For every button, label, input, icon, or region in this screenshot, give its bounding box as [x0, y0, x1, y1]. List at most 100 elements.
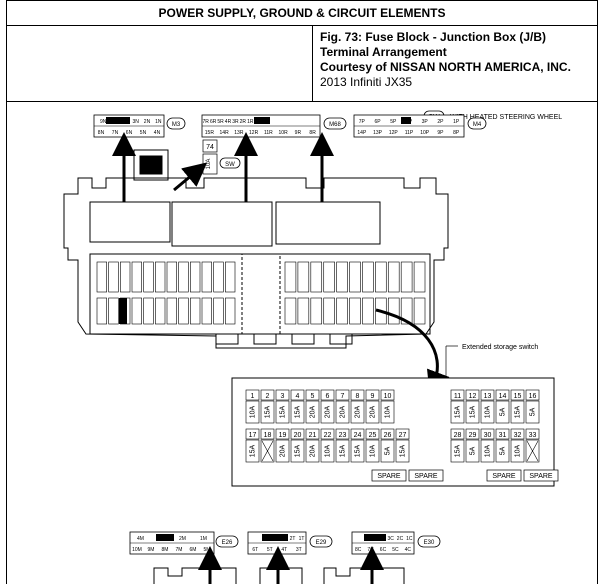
caption-box: Fig. 73: Fuse Block - Junction Box (J/B)…	[6, 26, 598, 102]
fuse-number-cell	[465, 389, 480, 401]
block-fuse-cavity	[190, 261, 201, 293]
fuse-amp: 15A	[455, 405, 462, 418]
connector-pin-label: 8R	[309, 130, 316, 136]
page-frame	[6, 0, 598, 584]
fuse-amp: 15A	[295, 444, 302, 457]
fuse-number-cell	[320, 389, 335, 401]
block-fuse-cavity	[143, 297, 154, 325]
fuse-number: 33	[529, 432, 537, 439]
connector-pin-label: 8N	[98, 130, 105, 136]
connector-pin-label: 10M	[132, 547, 142, 553]
block-fuse-cavity	[297, 297, 310, 325]
fuse-number-cell	[480, 428, 495, 440]
fuse-amp-cell	[320, 400, 335, 424]
m4-black-cavity	[401, 117, 411, 124]
fuse-number-cell	[380, 389, 395, 401]
fuse-amp-cell	[350, 439, 365, 463]
inset-fuse-amp: 10A	[206, 159, 212, 170]
fuse-amp-cell	[245, 439, 260, 463]
fuse-number: 6	[326, 393, 330, 400]
connector-pin-label: 5T	[267, 547, 273, 553]
fuse-amp-cell	[380, 400, 395, 424]
connector-pin-label: 12P	[389, 130, 399, 136]
fuse-number: 1	[251, 393, 255, 400]
fuse-amp: 5A	[500, 407, 507, 416]
fuse-number-cell	[495, 428, 510, 440]
fuse-amp-cell	[275, 439, 290, 463]
connector-pin-label: 2T	[290, 536, 296, 542]
fuse-number-cell	[290, 389, 305, 401]
fuse-number: 20	[294, 432, 302, 439]
fuse-number: 14	[499, 393, 507, 400]
spare-4: SPARE	[529, 473, 553, 480]
connector-pin-label: 2R	[240, 119, 247, 125]
fuse-number: 22	[324, 432, 332, 439]
block-fuse-cavity	[213, 261, 224, 293]
connector-pin-label: 6C	[380, 547, 387, 553]
m3-black-cavity	[106, 117, 130, 124]
block-fuse-cavity	[375, 261, 387, 293]
spare-3: SPARE	[492, 473, 516, 480]
connector-pin-label: 5C	[392, 547, 399, 553]
connector-pin-label: 3C	[387, 536, 394, 542]
fuse-number: 25	[369, 432, 377, 439]
connector-pin-label: 1P	[453, 119, 460, 125]
connector-pin-label: 4M	[137, 536, 144, 542]
fuse-amp: 20A	[280, 444, 287, 457]
fuse-number-cell	[245, 389, 260, 401]
fuse-amp: 10A	[485, 405, 492, 418]
fuse-amp-cell	[510, 439, 525, 463]
connector-pin-label: 6T	[252, 547, 258, 553]
fuse-number-cell	[350, 428, 365, 440]
fuse-amp-cell	[305, 400, 320, 424]
fuse-block-diagram: SW : WITH HEATED STEERING WHEEL 9N M3 3N…	[6, 102, 598, 584]
fuse-amp-cell	[510, 400, 525, 424]
fuse-number: 27	[399, 432, 407, 439]
connector-pin-label: 9M	[148, 547, 155, 553]
m68-name: M68	[329, 122, 341, 128]
connector-pin-label: 2C	[397, 536, 404, 542]
fuse-number-cell	[510, 389, 525, 401]
figure-title: Fig. 73: Fuse Block - Junction Box (J/B)…	[320, 30, 547, 59]
connector-pin-label: 8P	[453, 130, 460, 136]
fuse-amp-cell	[260, 400, 275, 424]
fuse-number: 2	[266, 393, 270, 400]
block-fuse-cavity	[349, 261, 361, 293]
fuse-amp-cell	[290, 439, 305, 463]
inset-fuse-sw: SW	[225, 162, 235, 168]
connector-pin-label: 7M	[176, 547, 183, 553]
spare-labels: SPARE SPARE SPARE SPARE	[371, 469, 559, 482]
fuse-number: 32	[514, 432, 522, 439]
fuse-number-cell	[525, 428, 540, 440]
fuse-number: 18	[264, 432, 272, 439]
fuse-amp: 5A	[470, 446, 477, 455]
fuse-amp: 15A	[280, 405, 287, 418]
block-fuse-cavity	[120, 261, 131, 293]
bottom-arrows	[198, 546, 384, 584]
fuse-panel-cells: 110A215A315A415A520A620A720A820A920A1010…	[245, 389, 540, 463]
fuse-amp-cell	[465, 439, 480, 463]
connector-pin-label: 2M	[179, 536, 186, 542]
block-fuse-cavity	[155, 261, 166, 293]
block-fuse-cavity	[190, 297, 201, 325]
m3-label-9n: 9N	[100, 119, 107, 125]
connector-pin-label: 4C	[405, 547, 412, 553]
block-fuse-cavity	[323, 261, 335, 293]
connector-pin-label: 8C	[355, 547, 362, 553]
fuse-number: 5	[311, 393, 315, 400]
fuse-amp-cell	[335, 400, 350, 424]
fuse-empty-mark	[261, 440, 274, 462]
block-fuse-cavity	[108, 261, 119, 293]
connector-pin-label: 12R	[249, 130, 259, 136]
connector-pin-label: 7C	[367, 547, 374, 553]
block-fuse-cavity	[413, 261, 426, 293]
fuse-number-cell	[305, 389, 320, 401]
fuse-number: 8	[356, 393, 360, 400]
block-fuse-cavity	[413, 297, 426, 325]
fuse-number-cell	[305, 428, 320, 440]
connector-pin-label: 7N	[112, 130, 119, 136]
